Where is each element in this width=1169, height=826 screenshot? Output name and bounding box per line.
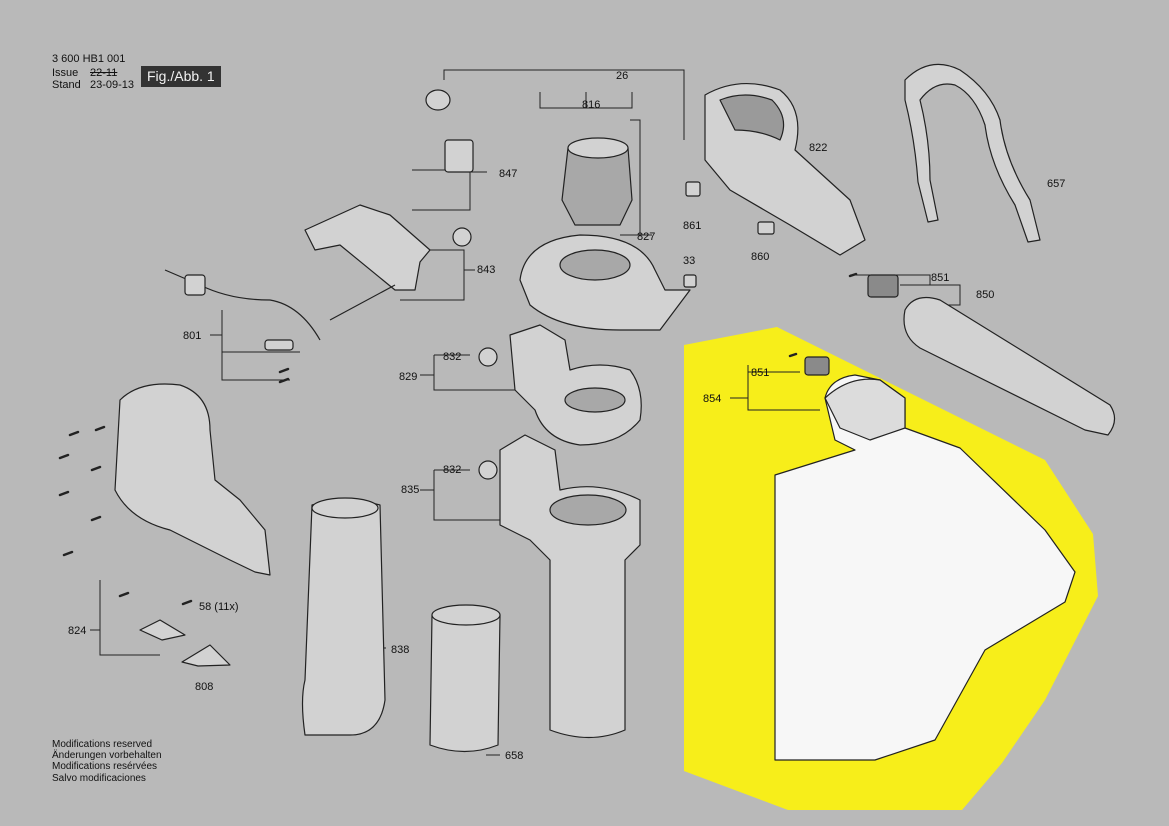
part-843-lever <box>304 204 431 291</box>
label-808: 808 <box>195 681 213 693</box>
part-827-fan-cover <box>519 234 691 331</box>
part-835-tube <box>499 434 641 739</box>
label-827: 827 <box>637 231 655 243</box>
part-824-housing <box>114 383 271 576</box>
label-658: 658 <box>505 750 523 762</box>
label-816: 816 <box>582 99 600 111</box>
part-829-housing <box>509 324 642 446</box>
part-33 <box>683 274 697 288</box>
bracket-26 <box>443 69 685 140</box>
label-801: 801 <box>183 330 201 342</box>
bracket-827 <box>620 119 641 236</box>
label-835: 835 <box>401 484 419 496</box>
label-851a: 851 <box>931 272 949 284</box>
part-851-clip <box>867 274 899 298</box>
label-847: 847 <box>499 168 517 180</box>
footer-line-fr: Modifications resérvées <box>52 761 158 773</box>
issue-label: Issue <box>52 67 79 79</box>
bracket-829 <box>433 355 520 391</box>
part-838-tube <box>301 499 386 736</box>
label-838: 838 <box>391 644 409 656</box>
issue-value: 22-11 <box>90 67 118 79</box>
footer-line-es: Salvo modificaciones <box>52 772 146 784</box>
bracket-801 <box>221 310 290 381</box>
label-843: 843 <box>477 264 495 276</box>
part-860 <box>757 221 775 235</box>
bracket-847 <box>412 169 471 211</box>
part-832-knob-b <box>478 460 498 480</box>
label-26: 26 <box>616 70 628 82</box>
bracket-854 <box>747 365 820 411</box>
part-850-blower-tube <box>903 297 1116 436</box>
label-657: 657 <box>1047 178 1065 190</box>
part-847-switch <box>444 139 474 173</box>
label-850: 850 <box>976 289 994 301</box>
footer-line-de: Änderungen vorbehalten <box>52 750 162 762</box>
label-861: 861 <box>683 220 701 232</box>
part-824-plate <box>139 619 186 641</box>
label-33: 33 <box>683 255 695 267</box>
part-657-strap <box>904 63 1041 243</box>
stand-label: Stand <box>52 79 81 91</box>
footer-line-en: Modifications reserved <box>52 739 153 750</box>
doc-number: 3 600 HB1 001 <box>52 53 126 65</box>
label-860: 860 <box>751 251 769 263</box>
screws <box>58 272 858 606</box>
label-58: 58 (11x) <box>199 601 239 613</box>
label-851b: 851 <box>751 367 769 379</box>
part-658-tube <box>429 607 501 753</box>
part-861 <box>685 181 701 197</box>
label-854: 854 <box>703 393 721 405</box>
part-816-motor <box>561 147 633 226</box>
part-832-knob-a <box>478 347 498 367</box>
label-832a: 832 <box>443 351 461 363</box>
label-829: 829 <box>399 371 417 383</box>
bracket-843 <box>400 249 465 301</box>
bracket-835 <box>433 470 500 521</box>
stand-value: 23-09-13 <box>90 79 135 91</box>
label-832b: 832 <box>443 464 461 476</box>
label-822: 822 <box>809 142 827 154</box>
part-851-clip-b <box>804 356 830 376</box>
part-801-cord <box>164 269 321 341</box>
label-824: 824 <box>68 625 86 637</box>
bracket-824 <box>99 580 160 656</box>
modifications-note: Modifications reserved Änderungen vorbeh… <box>52 739 162 784</box>
part-808-plate <box>181 644 231 667</box>
figure-label: Fig./Abb. 1 <box>141 66 221 87</box>
